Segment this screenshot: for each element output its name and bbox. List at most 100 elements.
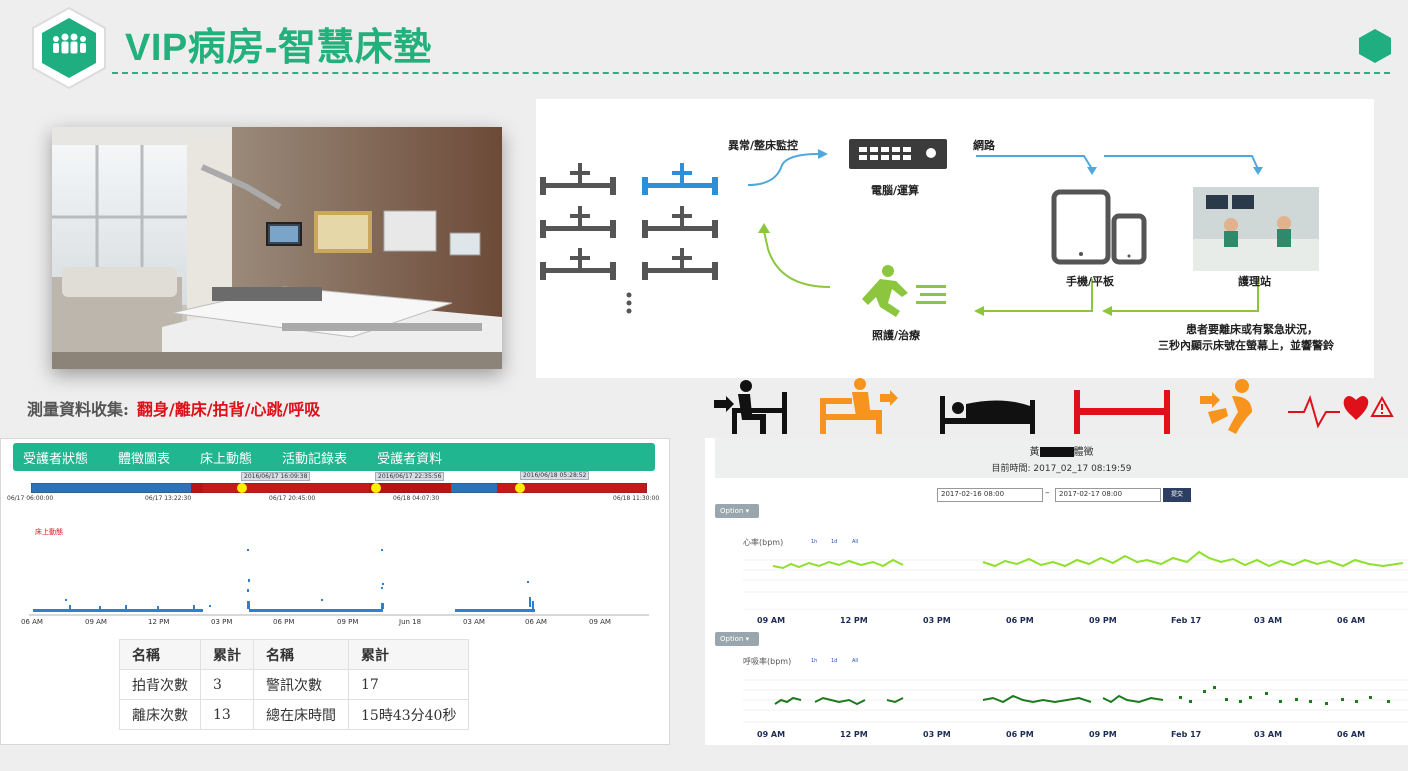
- axis-tick: 09 PM: [1089, 616, 1117, 625]
- axis-tick: Jun 18: [399, 618, 422, 626]
- breath-rate-title: 呼吸率(bpm): [743, 657, 792, 666]
- bed-activity-chart: [29, 549, 649, 616]
- timeline-callout: 2016/06/17 16:09:38: [241, 472, 311, 481]
- timeline-label: 06/17 13:22:30: [145, 495, 192, 502]
- table-header-row: 名稱 累計 名稱 累計: [119, 639, 470, 670]
- tab-bed-activity[interactable]: 床上動態: [200, 451, 253, 467]
- axis-tick: 03 PM: [923, 730, 951, 739]
- table-cell: 警訊次數: [253, 669, 349, 700]
- timeline-label: 06/17 20:45:00: [269, 495, 316, 502]
- tab-patient-info[interactable]: 受護者資料: [377, 451, 443, 467]
- hospital-room-photo: [52, 127, 502, 369]
- range-1d[interactable]: 1d: [831, 658, 838, 664]
- table-cell: 15時43分40秒: [347, 699, 470, 730]
- axis-tick: Feb 17: [1171, 616, 1202, 625]
- breath-option-button[interactable]: Option ▾: [715, 632, 759, 646]
- table-cell: 拍背次數: [119, 669, 201, 700]
- axis-tick: 03 PM: [211, 618, 233, 626]
- turning-person-icon: [820, 378, 898, 434]
- axis-tick: 09 AM: [85, 618, 107, 626]
- people-hex-icon: [32, 6, 106, 90]
- heart-option-button[interactable]: Option ▾: [715, 504, 759, 518]
- heart-rate-chart: [743, 550, 1408, 610]
- heart-rate-title: 心率(bpm): [743, 538, 784, 547]
- running-person-icon: [862, 265, 946, 317]
- sitting-person-icon: [714, 380, 787, 434]
- submit-button[interactable]: 提交: [1163, 488, 1191, 502]
- alert-description-line2: 三秒內顯示床號在螢幕上，並響警鈴: [1158, 339, 1334, 352]
- alert-description-line1: 患者要離床或有緊急狀況，: [1186, 323, 1318, 336]
- axis-tick: 06 PM: [1006, 730, 1034, 739]
- bed-monitor-panel: 受護者狀態 體徵圖表 床上動態 活動記錄表 受護者資料 2016/06/17 1…: [0, 438, 670, 745]
- nurse-station-label: 護理站: [1238, 275, 1271, 288]
- timeline-label: 06/18 04:07:30: [393, 495, 440, 502]
- axis-tick: 09 PM: [337, 618, 359, 626]
- range-all[interactable]: All: [852, 658, 859, 664]
- bed-status-timeline[interactable]: [31, 483, 647, 493]
- table-cell: 17: [347, 669, 470, 700]
- nurse-station-photo: [1193, 187, 1319, 271]
- bed-icon: [540, 163, 718, 314]
- measurement-caption: 測量資料收集:翻身/離床/拍背/心跳/呼吸: [27, 396, 320, 420]
- axis-tick: 03 PM: [923, 616, 951, 625]
- axis-tick: 12 PM: [840, 616, 868, 625]
- timeline-label: 06/18 11:30:00: [613, 495, 660, 502]
- lying-person-icon: [940, 396, 1035, 434]
- date-to-input[interactable]: 2017-02-17 08:00: [1055, 488, 1161, 502]
- tab-activity-log[interactable]: 活動記錄表: [282, 451, 348, 467]
- axis-tick: 09 PM: [1089, 730, 1117, 739]
- axis-tick: 06 AM: [525, 618, 547, 626]
- computer-label: 電腦/運算: [871, 184, 920, 197]
- care-label: 照護/治療: [872, 329, 921, 342]
- axis-tick: 06 PM: [273, 618, 295, 626]
- mobile-label: 手機/平板: [1066, 275, 1115, 288]
- range-1h[interactable]: 1h: [811, 539, 818, 545]
- title-divider: [112, 72, 1390, 74]
- table-header: 名稱: [253, 639, 349, 670]
- range-all[interactable]: All: [852, 539, 859, 545]
- axis-tick: 03 AM: [1254, 616, 1283, 625]
- date-from-input[interactable]: 2017-02-16 08:00: [937, 488, 1043, 502]
- range-1d[interactable]: 1d: [831, 539, 838, 545]
- heartbeat-alert-icon: [1288, 395, 1394, 429]
- table-header: 累計: [200, 639, 254, 670]
- axis-tick: 09 AM: [757, 730, 786, 739]
- abnormal-monitor-label: 異常/整床監控: [728, 139, 799, 152]
- table-header: 名稱: [119, 639, 201, 670]
- axis-tick: 09 AM: [757, 616, 786, 625]
- back-pat-icon: [1200, 379, 1252, 434]
- axis-tick: 12 PM: [148, 618, 170, 626]
- axis-tick: 03 AM: [1254, 730, 1283, 739]
- axis-tick: 06 AM: [1337, 616, 1366, 625]
- activity-icon-row: [714, 378, 1394, 434]
- range-1h[interactable]: 1h: [811, 658, 818, 664]
- table-cell: 總在床時間: [253, 699, 349, 730]
- table-cell: 3: [200, 669, 254, 700]
- activity-points: [33, 549, 535, 612]
- tab-vital-charts[interactable]: 體徵圖表: [118, 451, 171, 467]
- network-label: 網路: [973, 139, 995, 152]
- table-cell: 13: [200, 699, 254, 730]
- page-title: VIP病房-智慧床墊: [125, 27, 432, 69]
- patient-name: 黃體徵: [715, 438, 1408, 458]
- name-redaction: [1039, 447, 1074, 457]
- date-separator: –: [1045, 488, 1050, 498]
- current-time: 目前時間: 2017_02_17 08:19:59: [991, 464, 1132, 474]
- timeline-callout: 2016/06/18 05:28:52: [520, 471, 590, 480]
- breath-rate-chart: [743, 679, 1408, 723]
- axis-tick: 12 PM: [840, 730, 868, 739]
- patient-name-prefix: 黃: [1029, 447, 1040, 458]
- timeline-callout: 2016/06/17 22:35:56: [375, 472, 445, 481]
- timeline-label: 06/17 06:00:00: [7, 495, 54, 502]
- bed-exit-icon: [1074, 390, 1170, 434]
- axis-tick: 03 AM: [463, 618, 485, 626]
- computer-icon: [849, 139, 947, 169]
- measurement-label: 測量資料收集:: [27, 400, 129, 419]
- axis-tick: Feb 17: [1171, 730, 1202, 739]
- table-row: 離床次數 13 總在床時間 15時43分40秒: [119, 699, 470, 730]
- alert-flow-diagram: 異常/整床監控 電腦/運算 網路 手機/平板 護理站 照護/治療 患者要離床或有…: [536, 99, 1374, 378]
- axis-tick: 06 AM: [21, 618, 43, 626]
- tab-patient-status[interactable]: 受護者狀態: [23, 451, 89, 467]
- axis-tick: 06 PM: [1006, 616, 1034, 625]
